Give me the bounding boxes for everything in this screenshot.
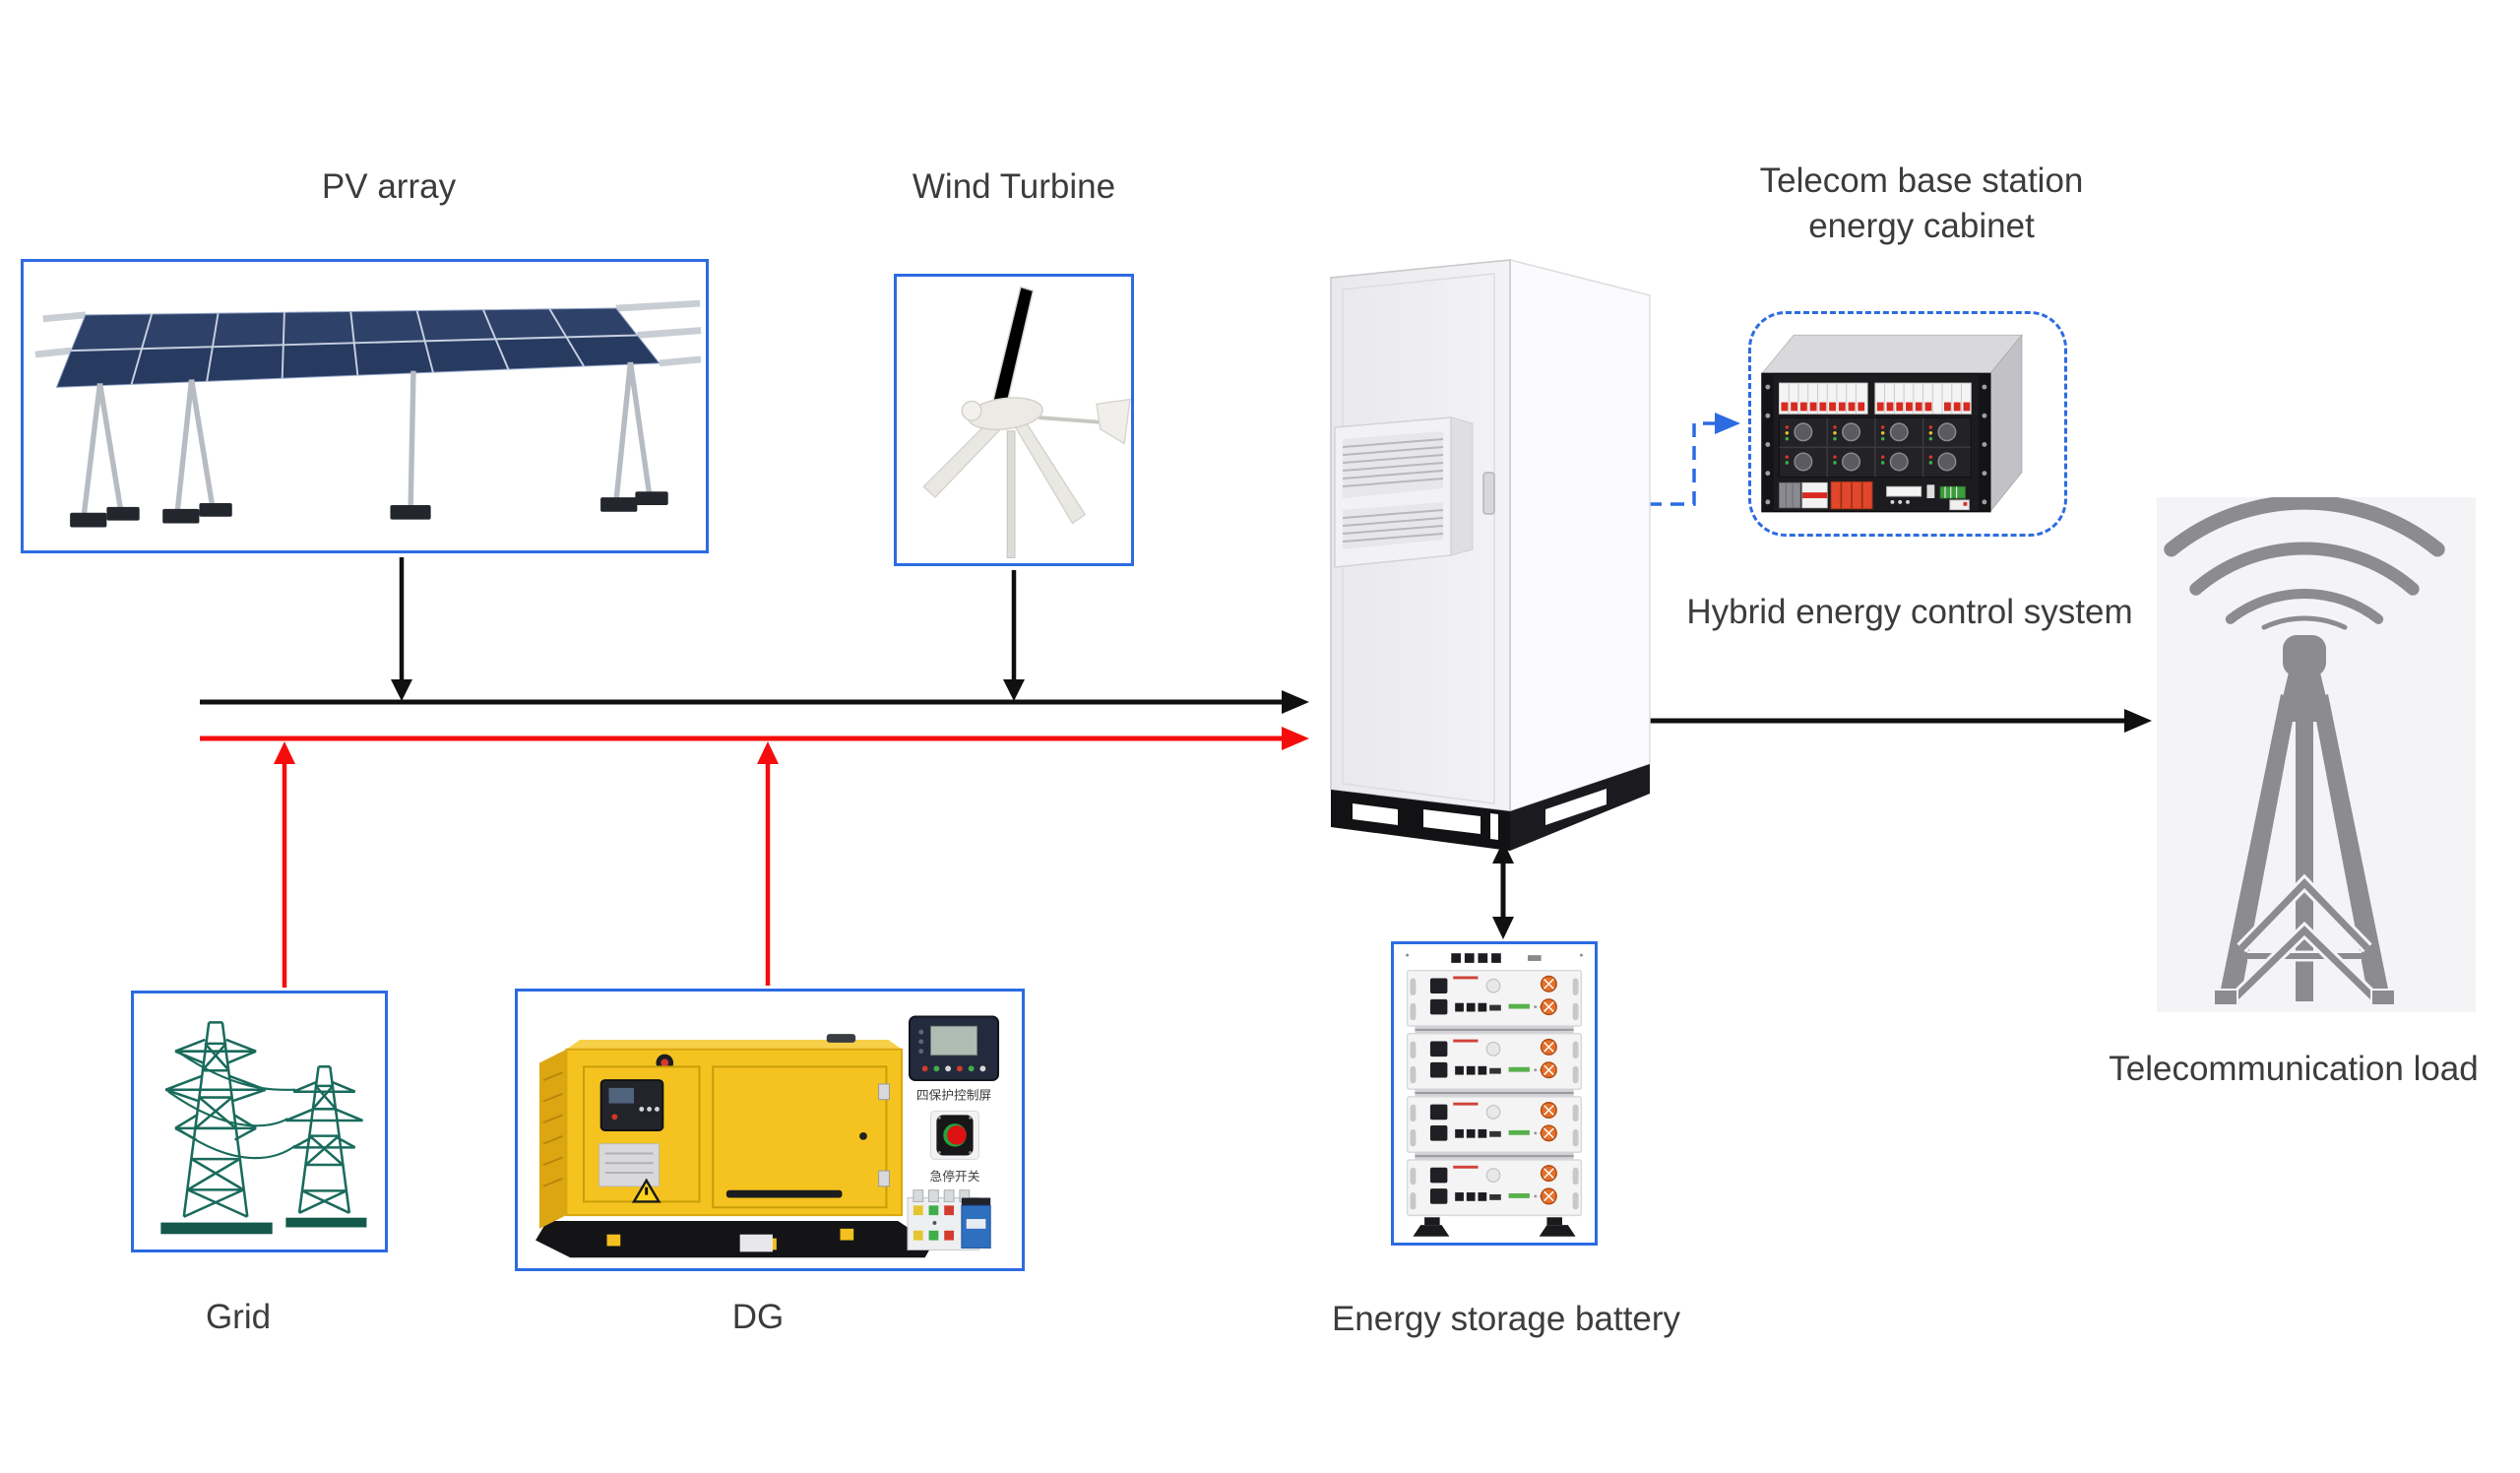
control-label: Hybrid energy control system <box>1686 593 2133 631</box>
cabinet-label: Telecom base station energy cabinet <box>1760 159 2084 249</box>
cabinet-label-line1: Telecom base station <box>1759 161 2084 200</box>
emergency-stop-icon <box>930 1110 979 1160</box>
pv-array-box <box>21 259 709 553</box>
grid-label: Grid <box>205 1298 272 1336</box>
cabinet-label-line2: energy cabinet <box>1808 207 2035 245</box>
pv-array-illustration <box>34 299 702 528</box>
battery-stack-illustration <box>1406 953 1583 1237</box>
emergency-stop-label: 急停开关 <box>930 1169 980 1184</box>
cabinet-to-load-arrow <box>1648 709 2152 733</box>
wind-to-bus-arrow <box>1003 570 1025 701</box>
wind-turbine-illustration <box>922 286 1131 558</box>
control-system-box <box>1748 311 2067 537</box>
red-bus-line <box>200 727 1309 750</box>
wind-label: Wind Turbine <box>912 167 1116 206</box>
battery-module <box>1406 969 1583 1027</box>
dg-to-bus-arrow <box>757 741 779 986</box>
wind-turbine-box <box>894 274 1134 566</box>
grid-to-bus-arrow <box>274 741 295 988</box>
diesel-generator-illustration: 四保护控制屏 急停开关 <box>536 1015 1000 1258</box>
cabinet-to-control-dashed-arrow <box>1648 413 1740 506</box>
genset-controller-label: 四保护控制屏 <box>916 1088 992 1103</box>
telecom-tower-illustration <box>2157 497 2476 1012</box>
battery-box <box>1391 941 1598 1246</box>
grid-box <box>131 991 388 1252</box>
control-rack-illustration <box>1760 334 2023 513</box>
load-label: Telecommunication load <box>2109 1050 2479 1088</box>
pv-label: PV array <box>321 167 457 206</box>
dg-box: 四保护控制屏 急停开关 <box>515 989 1025 1271</box>
energy-cabinet-illustration <box>1327 252 1654 853</box>
dg-label: DG <box>731 1298 785 1336</box>
black-bus-line <box>200 690 1309 714</box>
pv-to-bus-arrow <box>391 557 412 701</box>
cabinet-battery-double-arrow <box>1492 841 1514 939</box>
genset-controller-icon <box>908 1015 1000 1082</box>
battery-label: Energy storage battery <box>1331 1300 1681 1338</box>
grid-towers-illustration <box>160 1021 367 1235</box>
transfer-switch-icon <box>907 1189 991 1250</box>
